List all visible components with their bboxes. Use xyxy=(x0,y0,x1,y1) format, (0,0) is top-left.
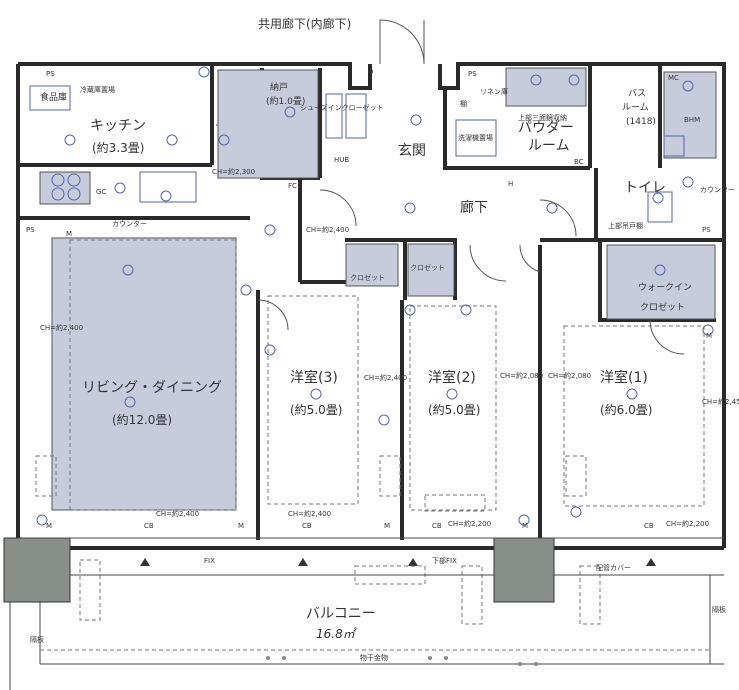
powder-vanity xyxy=(505,67,587,107)
gc-symbol: GC xyxy=(96,188,106,196)
pantry-label: 食品庫 xyxy=(40,91,67,103)
window-markers xyxy=(140,558,656,566)
storage-label: 納戸 xyxy=(270,81,288,93)
ceiling-height-w2-bottom: CH=約2,200 xyxy=(448,519,491,528)
ceiling-height-hall: CH=約2,400 xyxy=(306,225,349,234)
meter-symbol-left: M xyxy=(46,522,52,530)
storage-area: (約1.0畳) xyxy=(266,95,305,107)
entrance-label: 玄関 xyxy=(398,142,426,159)
common-corridor-label: 共用廊下(内廊下) xyxy=(258,16,351,31)
closet-b-shaded xyxy=(407,243,455,297)
wic-line2: クロゼット xyxy=(640,301,685,313)
dashed-outlines xyxy=(35,239,705,625)
interior-walls xyxy=(18,64,724,540)
railing-dots xyxy=(266,656,538,666)
counter-note: カウンター xyxy=(112,219,147,228)
ceiling-height-w1-right: CH=約2,450 xyxy=(702,397,739,406)
stove-area xyxy=(39,171,91,205)
kitchen-area: (約3.3畳) xyxy=(92,140,144,155)
ceiling-height-w2: CH=約2,080 xyxy=(500,371,543,380)
balcony-area: 16.8㎡ xyxy=(316,627,358,641)
bathtub-area xyxy=(663,71,717,159)
hall-label: 廊下 xyxy=(460,199,488,216)
powder-room-line2: ルーム xyxy=(528,138,570,154)
partition-right-note: 隔板 xyxy=(712,605,726,614)
closet-a-label: クロゼット xyxy=(350,273,385,282)
western2-label: 洋室(2) xyxy=(428,369,476,386)
ceiling-height-kitchen: CH=約2,300 xyxy=(212,167,255,176)
bhm-symbol: BHM xyxy=(684,116,700,124)
western1-area: (約6.0畳) xyxy=(600,402,652,417)
shelf-symbol: 棚 xyxy=(460,99,467,108)
bc-symbol: BC xyxy=(574,158,584,166)
equipment-symbols: PS PS PS PS M M M M M M CB CB CB CB FC B… xyxy=(26,66,714,530)
closet-b-label: クロゼット xyxy=(410,263,445,272)
western3-area: (約5.0畳) xyxy=(290,402,342,417)
kitchen-label: キッチン xyxy=(90,118,146,134)
cb-symbol-4: CB xyxy=(644,522,654,530)
bath-size: (1418) xyxy=(626,117,656,127)
fix-window-note: FIX xyxy=(204,557,215,565)
balcony xyxy=(3,537,724,690)
wic-line1: ウォークイン xyxy=(638,282,692,293)
ps-symbol-right: PS xyxy=(702,226,711,234)
upper-storage-note: 上部三面鏡収納 xyxy=(518,113,567,122)
heater-symbol: H xyxy=(508,180,513,188)
linen-label: リネン庫 xyxy=(480,87,508,96)
ceiling-height-living-bottom: CH=約2,400 xyxy=(156,509,199,518)
storage-shaded xyxy=(217,69,319,179)
ps-symbol-top-right: PS xyxy=(468,70,477,78)
cb-symbol-2: CB xyxy=(302,522,312,530)
balcony-label: バルコニー xyxy=(306,606,376,622)
hub-symbol: HUB xyxy=(334,156,349,164)
western3-label: 洋室(3) xyxy=(290,369,338,386)
living-floor-area xyxy=(51,237,237,511)
mc-symbol: MC xyxy=(668,74,679,82)
bath-line2: ルーム xyxy=(622,102,649,113)
ps-symbol-left: PS xyxy=(26,226,35,234)
western2-area: (約5.0畳) xyxy=(428,402,480,417)
doorbell-symbol: D xyxy=(368,68,373,76)
outer-walls xyxy=(16,62,726,550)
ceiling-height-w3: CH=約2,400 xyxy=(364,373,407,382)
lower-fix-note: 下部FIX xyxy=(432,556,457,565)
meter-symbol-mid: M xyxy=(238,522,244,530)
drying-rail-note: 物干金物 xyxy=(360,653,388,662)
fridge-label: 冷蔵庫置場 xyxy=(80,85,115,94)
partition-left-note: 隔板 xyxy=(30,635,44,644)
meter-symbol-top: M xyxy=(66,230,72,238)
closet-a-shaded xyxy=(345,243,399,287)
fc-symbol: FC xyxy=(288,182,297,190)
powder-room-line1: パウダー xyxy=(518,120,574,136)
ceiling-height-living: CH=約2,400 xyxy=(40,323,83,332)
balcony-pillar-center xyxy=(493,537,555,603)
meter-symbol-w1: M xyxy=(522,522,528,530)
ceiling-height-w1-bottom: CH=約2,200 xyxy=(666,519,709,528)
cb-symbol-1: CB xyxy=(144,522,154,530)
western1-label: 洋室(1) xyxy=(600,369,648,386)
walk-in-closet-shaded xyxy=(606,244,716,320)
upper-cabinet-note: 上部吊戸棚 xyxy=(608,221,643,230)
pipe-cover-note: 配管カバー xyxy=(596,563,631,572)
ceiling-height-w1: CH=約2,080 xyxy=(548,371,591,380)
living-area: (約12.0畳) xyxy=(112,412,172,427)
living-label: リビング・ダイニング xyxy=(82,380,222,396)
cb-symbol-3: CB xyxy=(432,522,442,530)
ps-symbol-top: PS xyxy=(46,70,55,78)
balcony-pillar-left xyxy=(3,537,71,603)
meter-symbol-right: M xyxy=(706,332,712,340)
counter-note-2: カウンター xyxy=(700,185,735,194)
laundry-label: 洗濯機置場 xyxy=(458,133,493,142)
bath-line1: バス xyxy=(628,88,646,99)
ceiling-height-w3-bottom: CH=約2,400 xyxy=(288,509,331,518)
meter-symbol-w3: M xyxy=(384,522,390,530)
